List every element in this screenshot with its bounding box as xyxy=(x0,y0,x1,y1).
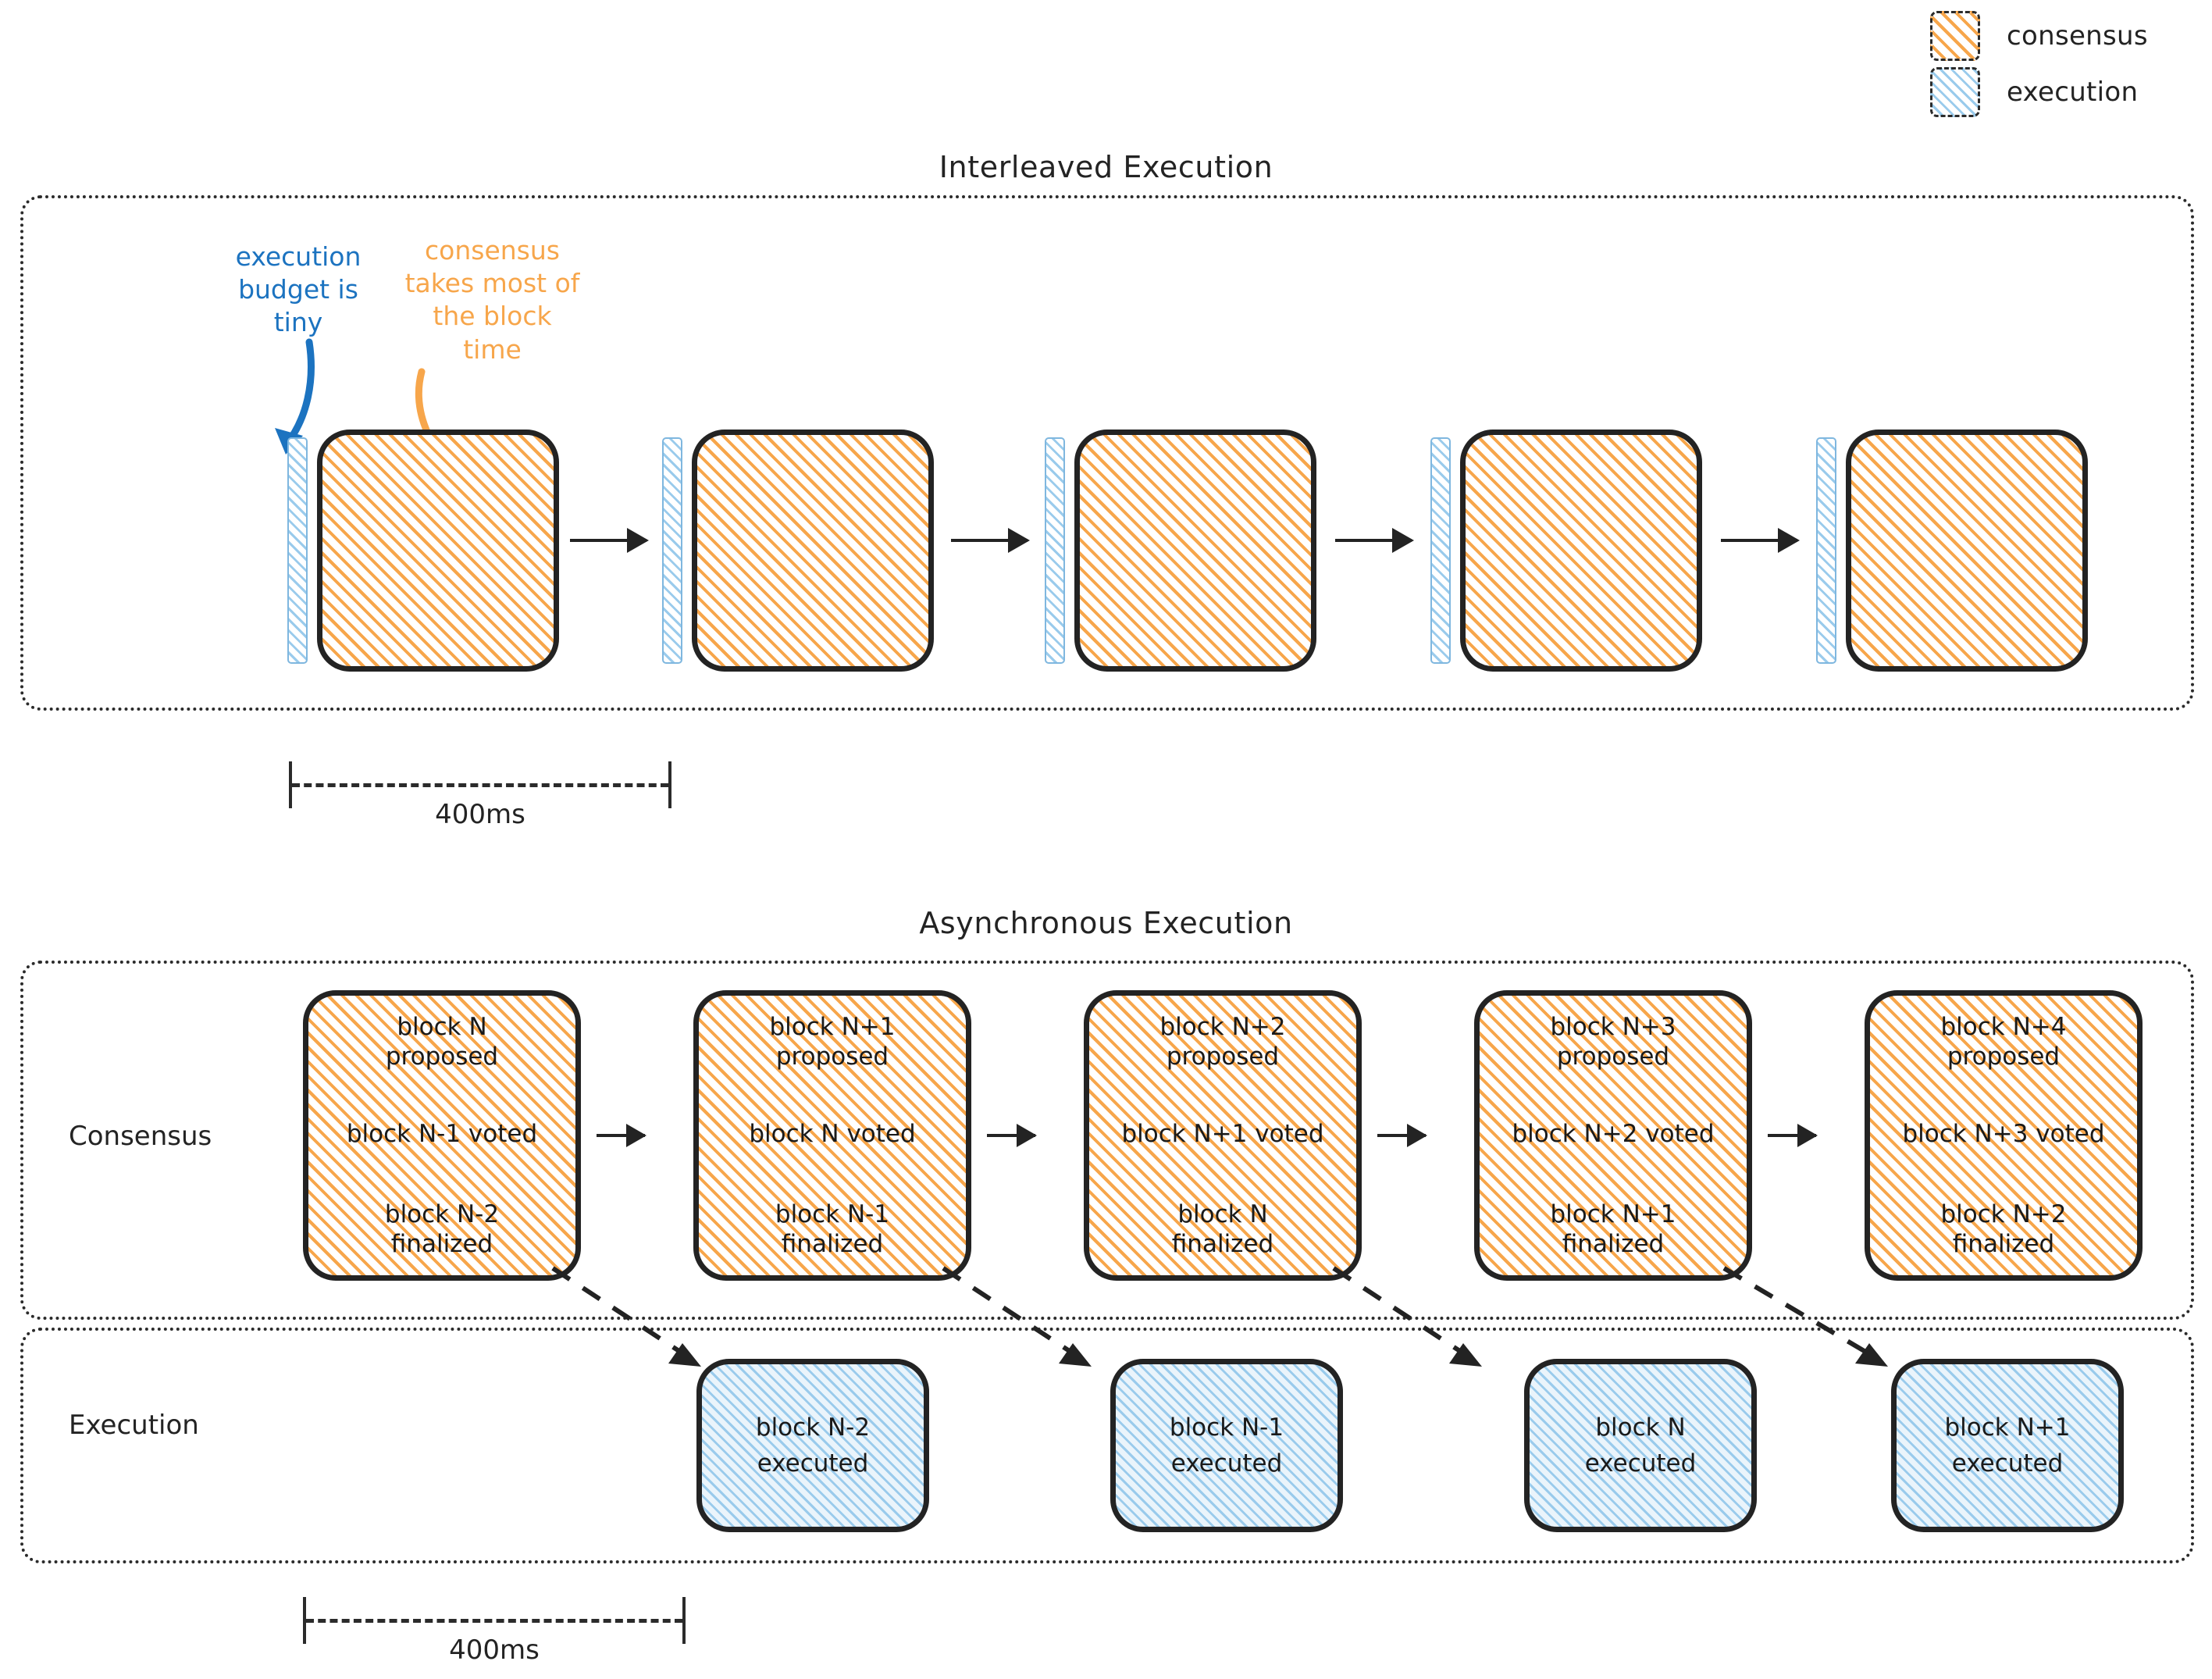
interleaved-execution-sliver-2 xyxy=(662,437,682,664)
interleaved-consensus-block-5 xyxy=(1846,430,2088,672)
interleaved-execution-sliver-3 xyxy=(1045,437,1065,664)
interleaved-consensus-block-1 xyxy=(317,430,559,672)
consensus-hatch-swatch-icon xyxy=(1930,11,1980,61)
consensus-block-5: block N+4 proposed block N+3 voted block… xyxy=(1865,990,2143,1281)
scale-label-400ms-top: 400ms xyxy=(435,799,525,830)
consensus-proposed-line: block N+4 proposed xyxy=(1940,1013,2067,1071)
interleaved-arrow-2-icon xyxy=(951,528,1030,553)
execution-block-label: block N+1 executed xyxy=(1944,1413,2071,1478)
consensus-block-3: block N+2 proposed block N+1 voted block… xyxy=(1084,990,1362,1281)
dashed-arrow-consensus4-to-execution4-icon xyxy=(1722,1266,1888,1367)
interleaved-arrow-3-icon xyxy=(1335,528,1414,553)
consensus-voted-line: block N+3 voted xyxy=(1902,1120,2105,1149)
execution-block-label: block N-1 executed xyxy=(1169,1413,1284,1478)
dashed-arrow-consensus1-to-execution1-icon xyxy=(551,1266,701,1367)
interleaved-consensus-block-3 xyxy=(1074,430,1316,672)
consensus-arrow-4-icon xyxy=(1768,1124,1818,1147)
scale-tick-left xyxy=(289,761,292,808)
execution-block-1: block N-2 executed xyxy=(696,1359,929,1532)
interleaved-execution-sliver-4 xyxy=(1430,437,1451,664)
legend-label-execution: execution xyxy=(2007,77,2139,108)
legend-item-execution: execution xyxy=(1930,64,2196,120)
consensus-voted-line: block N voted xyxy=(749,1120,916,1149)
execution-block-label: block N executed xyxy=(1584,1413,1697,1478)
interleaved-execution-sliver-1 xyxy=(287,437,308,664)
consensus-finalized-line: block N-1 finalized xyxy=(775,1200,890,1259)
async-consensus-panel xyxy=(20,961,2194,1320)
execution-block-3: block N executed xyxy=(1524,1359,1757,1532)
consensus-finalized-line: block N+1 finalized xyxy=(1550,1200,1676,1259)
consensus-proposed-line: block N proposed xyxy=(385,1013,499,1071)
consensus-block-2: block N+1 proposed block N voted block N… xyxy=(693,990,971,1281)
consensus-block-4: block N+3 proposed block N+2 voted block… xyxy=(1474,990,1752,1281)
interleaved-execution-sliver-5 xyxy=(1816,437,1836,664)
consensus-proposed-line: block N+3 proposed xyxy=(1550,1013,1676,1071)
scale-tick-right xyxy=(668,761,671,808)
consensus-finalized-line: block N+2 finalized xyxy=(1940,1200,2067,1259)
execution-block-2: block N-1 executed xyxy=(1110,1359,1343,1532)
scale-label-400ms-bottom: 400ms xyxy=(449,1634,540,1666)
consensus-arrow-1-icon xyxy=(597,1124,647,1147)
consensus-arrow-3-icon xyxy=(1377,1124,1427,1147)
interleaved-arrow-1-icon xyxy=(570,528,649,553)
scale-tick-right xyxy=(682,1597,686,1644)
scale-dashed-line xyxy=(292,783,668,787)
scale-bar-async: 400ms xyxy=(303,1597,686,1666)
scale-tick-left xyxy=(303,1597,306,1644)
execution-hatch-swatch-icon xyxy=(1930,67,1980,117)
row-label-execution: Execution xyxy=(69,1410,199,1441)
annotation-execution-budget: execution budget is tiny xyxy=(235,241,362,338)
consensus-finalized-line: block N finalized xyxy=(1171,1200,1274,1259)
legend-item-consensus: consensus xyxy=(1930,8,2196,64)
scale-dashed-line xyxy=(306,1619,682,1623)
row-label-consensus: Consensus xyxy=(69,1121,212,1152)
consensus-voted-line: block N+2 voted xyxy=(1512,1120,1715,1149)
consensus-voted-line: block N-1 voted xyxy=(346,1120,538,1149)
consensus-proposed-line: block N+1 proposed xyxy=(769,1013,896,1071)
section-title-asynchronous: Asynchronous Execution xyxy=(919,906,1293,940)
scale-bar-interleaved: 400ms xyxy=(289,761,671,830)
legend: consensus execution xyxy=(1930,8,2196,120)
interleaved-panel xyxy=(20,195,2194,711)
annotation-consensus-time: consensus takes most of the block time xyxy=(404,235,580,365)
interleaved-consensus-block-4 xyxy=(1460,430,1702,672)
consensus-proposed-line: block N+2 proposed xyxy=(1159,1013,1286,1071)
legend-label-consensus: consensus xyxy=(2007,20,2148,52)
execution-block-label: block N-2 executed xyxy=(755,1413,871,1478)
section-title-interleaved: Interleaved Execution xyxy=(939,150,1273,184)
interleaved-arrow-4-icon xyxy=(1721,528,1800,553)
async-execution-panel xyxy=(20,1328,2194,1563)
consensus-arrow-2-icon xyxy=(987,1124,1037,1147)
consensus-finalized-line: block N-2 finalized xyxy=(384,1200,500,1259)
interleaved-consensus-block-2 xyxy=(692,430,934,672)
dashed-arrow-consensus3-to-execution3-icon xyxy=(1332,1266,1482,1367)
consensus-voted-line: block N+1 voted xyxy=(1121,1120,1324,1149)
consensus-block-1: block N proposed block N-1 voted block N… xyxy=(303,990,581,1281)
dashed-arrow-consensus2-to-execution2-icon xyxy=(942,1266,1092,1367)
execution-block-4: block N+1 executed xyxy=(1891,1359,2124,1532)
